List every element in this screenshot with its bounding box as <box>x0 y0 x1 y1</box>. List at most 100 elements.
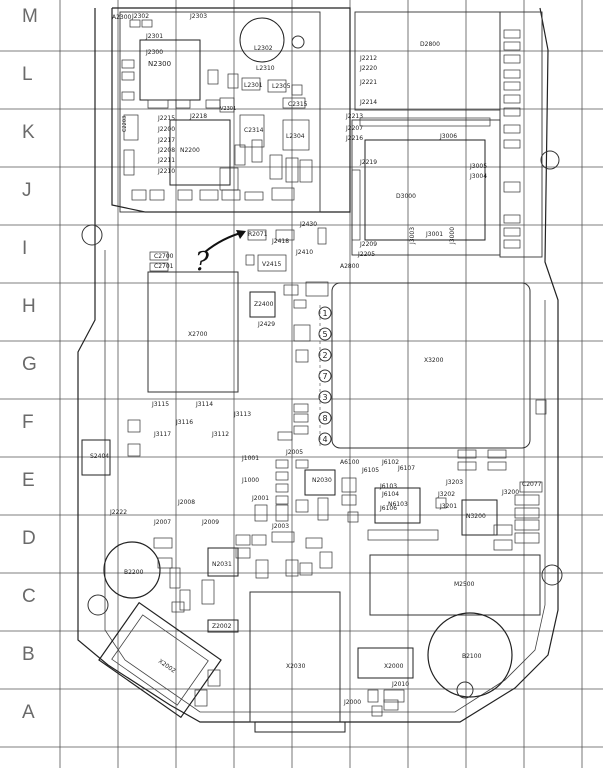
x2000-connector <box>357 647 414 679</box>
question-mark-annotation: ? <box>195 247 210 277</box>
label-j2430: J2430 <box>299 221 317 228</box>
row-label-f: F <box>22 412 34 433</box>
label-j3115: J3115 <box>151 401 169 408</box>
label-j6102: J6102 <box>381 459 399 466</box>
z2002-component <box>207 619 239 633</box>
label-j6103: J6103 <box>379 483 397 490</box>
label-j2303: J2303 <box>189 13 207 20</box>
label-c2700: C2700 <box>154 253 174 260</box>
x2700-outline <box>147 271 239 393</box>
pin-number-2: 2 <box>322 351 327 360</box>
row-label-d: D <box>22 528 36 549</box>
label-j3005: J3005 <box>469 163 487 170</box>
label-j2418: J2418 <box>271 238 289 245</box>
shield-right-area <box>499 11 543 258</box>
label-j2410: J2410 <box>295 249 313 256</box>
label-l2305: L2305 <box>272 83 291 90</box>
x3200-outline <box>331 282 531 449</box>
label-x2700: X2700 <box>188 331 208 338</box>
small-pads <box>121 19 547 717</box>
n2300-chip <box>139 39 201 101</box>
row-label-i: I <box>22 238 28 259</box>
label-j3202: J3202 <box>437 491 455 498</box>
row-label-m: M <box>22 6 38 27</box>
label-x3200: X3200 <box>424 357 444 364</box>
label-z2400: Z2400 <box>254 301 274 308</box>
label-l2301: L2301 <box>244 82 263 89</box>
label-d2800: D2800 <box>420 41 440 48</box>
label-j3114: J3114 <box>195 401 213 408</box>
pin-number-8: 8 <box>322 414 327 423</box>
label-x2002: X2002 <box>157 658 177 675</box>
label-j2215: J2215 <box>157 115 175 122</box>
label-j2000: J2000 <box>343 699 361 706</box>
row-label-h: H <box>22 296 36 317</box>
label-j2207: J2207 <box>345 125 363 132</box>
board-inner-outline <box>104 250 546 713</box>
label-x2000: X2000 <box>384 663 404 670</box>
label-j2218: J2218 <box>189 113 207 120</box>
row-label-l: L <box>22 64 33 85</box>
bottom-connector <box>254 721 346 733</box>
label-j2213: J2213 <box>345 113 363 120</box>
row-label-e: E <box>22 470 35 491</box>
x2030-outline <box>249 591 341 723</box>
label-j2210: J2210 <box>157 168 175 175</box>
label-j2214: J2214 <box>359 99 377 106</box>
label-j2300: J2300 <box>145 49 163 56</box>
n2031-chip <box>207 547 239 577</box>
label-j2220: J2220 <box>359 65 377 72</box>
label-v2415: V2415 <box>262 261 282 268</box>
b2200-battery <box>103 541 161 599</box>
mount-hole-top-right <box>540 150 560 170</box>
label-j6105: J6105 <box>361 467 379 474</box>
label-j2003: J2003 <box>271 523 289 530</box>
label-l2302: L2302 <box>254 45 273 52</box>
label-c2701: C2701 <box>154 263 174 270</box>
label-j2222: J2222 <box>109 509 127 516</box>
label-c2315: C2315 <box>288 101 308 108</box>
row-label-k: K <box>22 122 35 143</box>
label-j3004: J3004 <box>469 173 487 180</box>
m2500-outline <box>369 554 541 616</box>
label-j1001: J1001 <box>241 455 259 462</box>
label-c2314: C2314 <box>244 127 264 134</box>
label-j3112: J3112 <box>211 431 229 438</box>
pin-circles <box>318 306 332 446</box>
shield-n2300-area <box>119 11 321 213</box>
label-c2203: C2203 <box>122 116 128 132</box>
label-r2071: R2071 <box>248 231 268 238</box>
label-n6103: N6103 <box>388 501 408 508</box>
label-j3001: J3001 <box>425 231 443 238</box>
x2002-connector <box>98 601 222 719</box>
label-a6100: A6100 <box>340 459 360 466</box>
label-s2404: S2404 <box>90 453 109 460</box>
label-j2005: J2005 <box>285 449 303 456</box>
label-j2301: J2301 <box>145 33 163 40</box>
label-b2200: B2200 <box>124 569 144 576</box>
label-j2008: J2008 <box>177 499 195 506</box>
label-j3116: J3116 <box>175 419 193 426</box>
n6103-chip <box>374 487 421 524</box>
label-n3200: N3200 <box>466 513 486 520</box>
label-n2200: N2200 <box>180 147 200 154</box>
label-j3113: J3113 <box>233 411 251 418</box>
label-j2010: J2010 <box>391 681 409 688</box>
row-label-j: J <box>22 180 32 201</box>
label-j2216: J2216 <box>345 135 363 142</box>
mount-hole-top-mid <box>291 35 305 49</box>
row-label-g: G <box>22 354 37 375</box>
label-l2310: L2310 <box>256 65 275 72</box>
label-n2030: N2030 <box>312 477 332 484</box>
label-j2200: J2200 <box>157 126 175 133</box>
label-j6107: J6107 <box>397 465 415 472</box>
label-j3201: J3201 <box>439 503 457 510</box>
label-j2208: J2208 <box>157 147 175 154</box>
mount-hole-bottom-right <box>456 681 474 699</box>
label-m2500: M2500 <box>454 581 475 588</box>
l2302-inductor <box>239 17 285 63</box>
